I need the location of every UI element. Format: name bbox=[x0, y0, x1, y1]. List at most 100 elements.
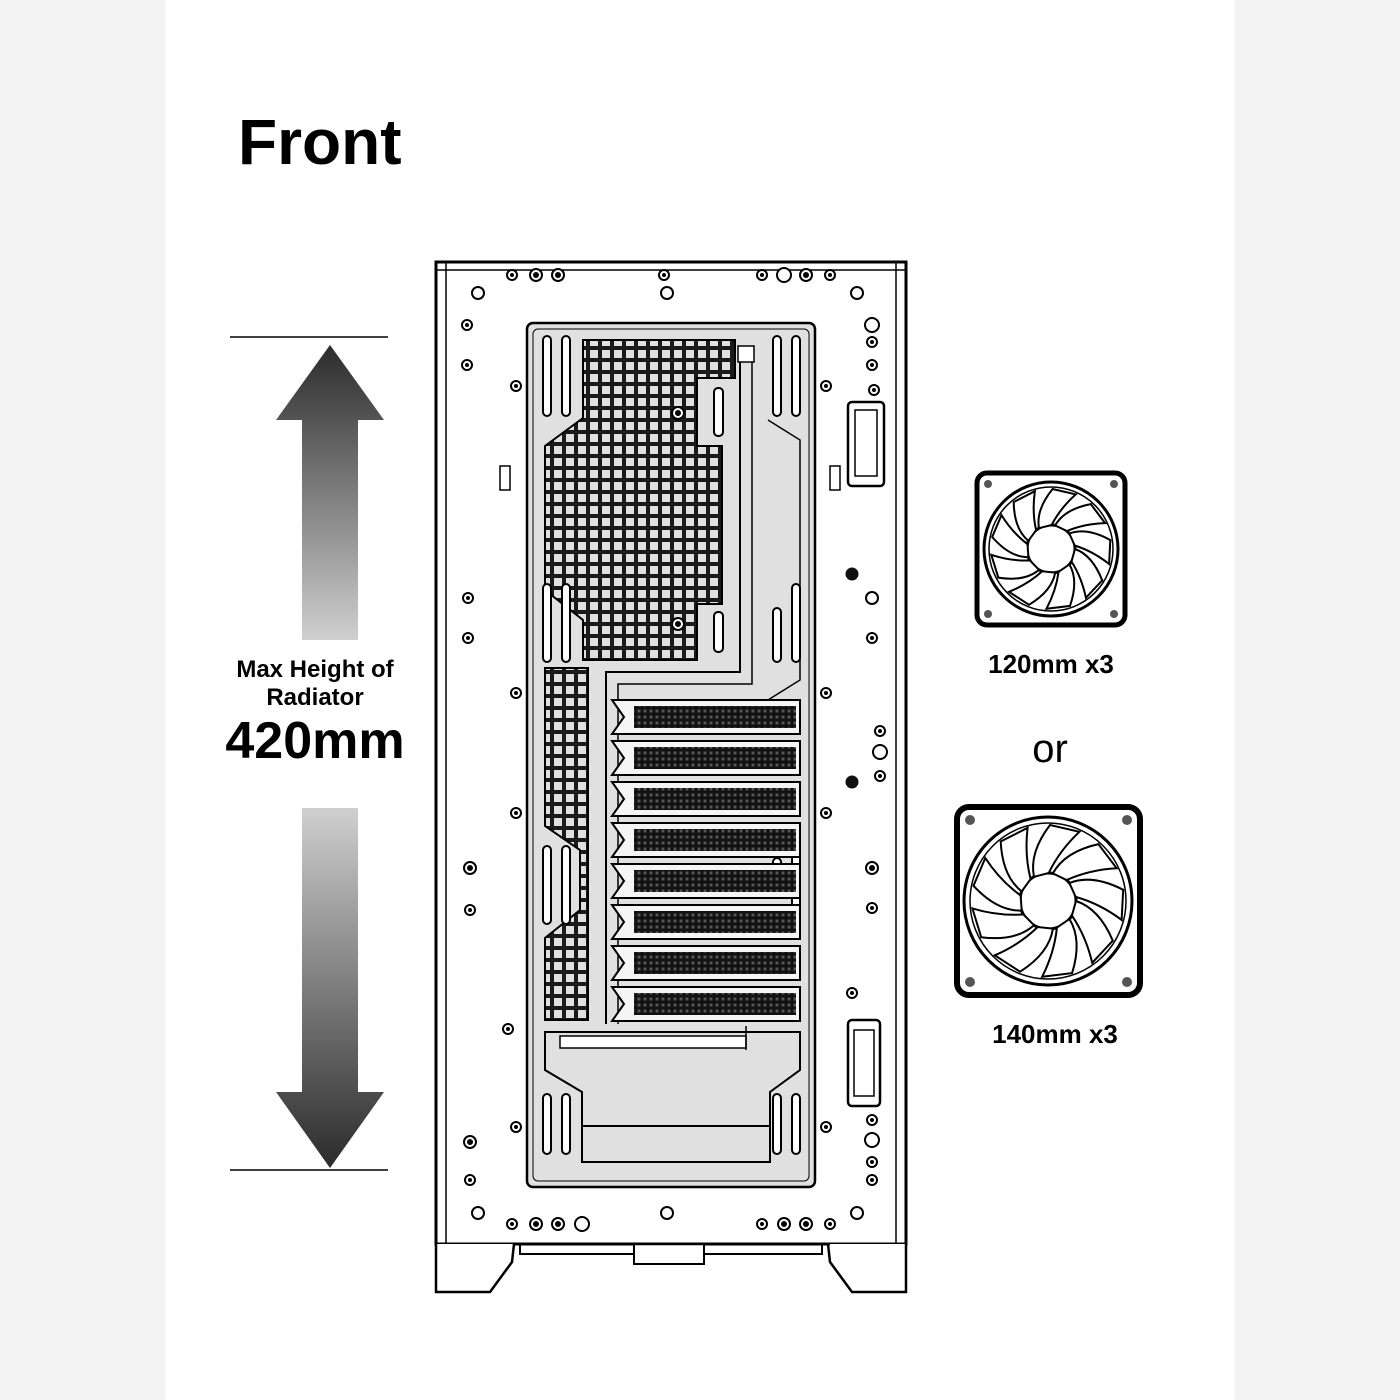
mounting-hole-center bbox=[514, 384, 518, 388]
mounting-hole-center bbox=[506, 1027, 510, 1031]
mounting-hole bbox=[471, 286, 485, 300]
mounting-hole-center bbox=[878, 774, 882, 778]
fan-blade bbox=[972, 855, 1023, 912]
radiator-label-line2: Radiator bbox=[266, 684, 364, 711]
radiator-label: Max Height of Radiator bbox=[210, 656, 420, 712]
mounting-hole-center bbox=[468, 908, 472, 912]
mounting-hole-center bbox=[467, 1139, 473, 1145]
mounting-hole-center bbox=[824, 811, 828, 815]
mounting-hole-center bbox=[466, 596, 470, 600]
mounting-hole-center bbox=[466, 636, 470, 640]
rail-slots bbox=[542, 335, 801, 1155]
mounting-hole bbox=[845, 567, 859, 581]
fan-blade bbox=[1012, 489, 1038, 543]
fan-blade bbox=[1068, 878, 1125, 922]
mounting-hole-center bbox=[870, 340, 874, 344]
mounting-hole-center bbox=[828, 273, 832, 277]
mounting-hole-center bbox=[824, 691, 828, 695]
mounting-holes bbox=[461, 267, 888, 1232]
mounting-hole bbox=[864, 1132, 880, 1148]
mounting-hole-center bbox=[870, 636, 874, 640]
expansion-slot-vent bbox=[634, 911, 796, 933]
mounting-hole-center bbox=[869, 865, 875, 871]
fan-blade bbox=[992, 925, 1055, 973]
fan-120mm-label: 120mm x3 bbox=[988, 649, 1114, 679]
psu-shroud bbox=[544, 1031, 801, 1163]
mounting-hole-center bbox=[781, 1221, 787, 1227]
bottom-io-bracket bbox=[846, 1018, 882, 1108]
expansion-slot-vent bbox=[634, 993, 796, 1015]
fan-blade bbox=[1006, 570, 1057, 606]
radiator-max-height-value: 420mm bbox=[225, 712, 405, 770]
expansion-slot-vent bbox=[634, 706, 796, 728]
fan-120mm-icon bbox=[974, 470, 1128, 628]
mounting-hole bbox=[660, 286, 674, 300]
cable-cutout-mesh bbox=[544, 339, 736, 661]
mounting-hole bbox=[850, 1206, 864, 1220]
mounting-hole bbox=[872, 744, 888, 760]
case-base bbox=[434, 1242, 908, 1294]
mounting-hole-center bbox=[533, 272, 539, 278]
mounting-hole-center bbox=[514, 811, 518, 815]
mounting-hole-center bbox=[675, 410, 681, 416]
mounting-hole-center bbox=[467, 865, 473, 871]
fan-blade bbox=[1070, 899, 1114, 965]
mounting-hole-center bbox=[533, 1221, 539, 1227]
pc-case-front bbox=[434, 260, 908, 1294]
mounting-hole-center bbox=[824, 384, 828, 388]
fan-blade bbox=[1040, 917, 1078, 979]
mounting-hole-center bbox=[514, 1125, 518, 1129]
fan-140mm-icon bbox=[954, 804, 1143, 998]
mounting-hole-center bbox=[828, 1222, 832, 1226]
lower-mesh bbox=[544, 667, 589, 1021]
mounting-hole-center bbox=[555, 272, 561, 278]
mounting-hole bbox=[850, 286, 864, 300]
radiator-height-indicator bbox=[230, 336, 388, 1171]
mounting-hole-center bbox=[870, 1178, 874, 1182]
left-side-band bbox=[0, 0, 165, 1400]
expansion-slots bbox=[610, 699, 801, 1022]
mounting-hole-center bbox=[760, 273, 764, 277]
fan-blade bbox=[1053, 502, 1108, 533]
mounting-hole bbox=[471, 1206, 485, 1220]
mounting-hole-center bbox=[878, 729, 882, 733]
mounting-hole-center bbox=[468, 1178, 472, 1182]
mounting-hole-center bbox=[510, 1222, 514, 1226]
up-arrow-icon bbox=[276, 345, 384, 640]
expansion-slot-vent bbox=[634, 747, 796, 769]
mounting-hole-center bbox=[850, 991, 854, 995]
mounting-hole-center bbox=[803, 272, 809, 278]
mounting-hole-center bbox=[824, 1125, 828, 1129]
fan-blade bbox=[1032, 823, 1082, 879]
mounting-hole-center bbox=[870, 1118, 874, 1122]
mounting-hole-center bbox=[870, 1160, 874, 1164]
mounting-hole bbox=[864, 317, 880, 333]
mounting-hole-center bbox=[662, 273, 666, 277]
mounting-hole bbox=[865, 591, 879, 605]
mounting-hole-center bbox=[465, 323, 469, 327]
fan-blade bbox=[989, 553, 1041, 580]
right-side-band bbox=[1235, 0, 1400, 1400]
fan-separator-label: or bbox=[1032, 727, 1068, 771]
fan-blade bbox=[970, 906, 1036, 940]
mounting-hole-center bbox=[872, 388, 876, 392]
mounting-hole-center bbox=[760, 1222, 764, 1226]
mounting-hole-center bbox=[555, 1221, 561, 1227]
expansion-slot-vent bbox=[634, 829, 796, 851]
fan-blade bbox=[1044, 562, 1076, 611]
fan-blade bbox=[1068, 530, 1112, 566]
mounting-hole bbox=[660, 1206, 674, 1220]
radiator-label-line1: Max Height of bbox=[236, 656, 394, 683]
mounting-hole bbox=[845, 775, 859, 789]
down-arrow-icon bbox=[276, 808, 384, 1168]
expansion-slot-vent bbox=[634, 952, 796, 974]
mounting-hole-center bbox=[803, 1221, 809, 1227]
expansion-slot-vent bbox=[634, 788, 796, 810]
page-title: Front bbox=[238, 106, 402, 178]
fan-140mm-label: 140mm x3 bbox=[992, 1019, 1118, 1049]
fan-blade bbox=[1037, 487, 1078, 530]
mounting-hole bbox=[776, 267, 792, 283]
mounting-hole-center bbox=[465, 363, 469, 367]
fan-blade bbox=[991, 512, 1030, 559]
